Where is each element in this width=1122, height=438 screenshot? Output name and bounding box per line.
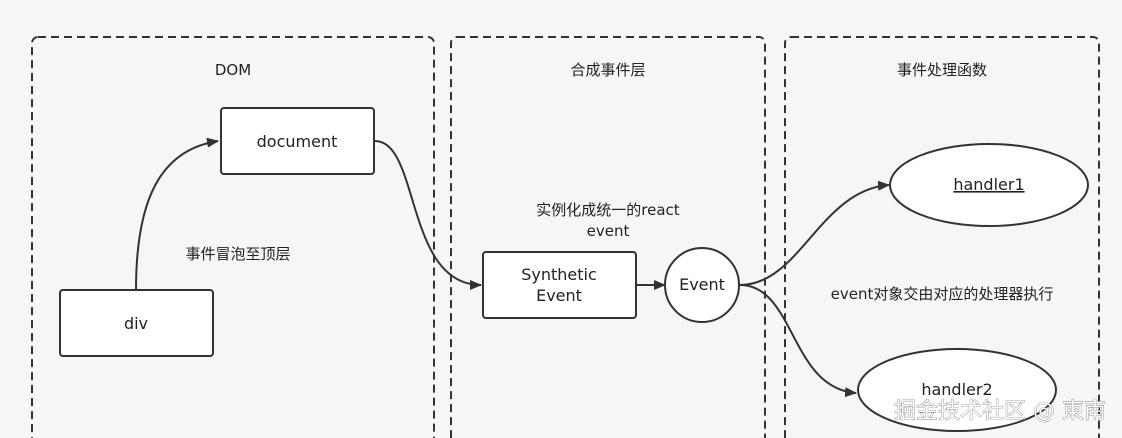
handler2-node xyxy=(857,348,1057,432)
dispatch-label: event对象交由对应的处理器执行 xyxy=(831,285,1054,303)
bubble-label: 事件冒泡至顶层 xyxy=(185,245,290,263)
div-node-label: div xyxy=(124,314,148,333)
synthetic-panel-title: 合成事件层 xyxy=(570,61,645,79)
synthetic-panel xyxy=(450,36,766,438)
event-node xyxy=(664,247,740,323)
dispatch-to-synthetic-arrow xyxy=(374,140,482,290)
synthetic-event-node xyxy=(482,251,637,319)
handler1-node xyxy=(889,143,1089,227)
dom-panel xyxy=(31,36,435,438)
handler2-label: handler2 xyxy=(921,380,992,399)
watermark: 掘金技术社区 @ 東南 xyxy=(894,399,1106,424)
div-node xyxy=(59,289,214,357)
synthetic-event-label-line1: Synthetic xyxy=(521,265,597,284)
instantiate-label-line2: event xyxy=(587,222,630,240)
handlers-panel-title: 事件处理函数 xyxy=(897,61,987,79)
event-node-label: Event xyxy=(679,275,725,294)
document-node xyxy=(220,107,375,175)
handler1-label: handler1 xyxy=(953,175,1024,194)
event-to-handler2-arrow xyxy=(739,284,857,398)
document-node-label: document xyxy=(257,132,338,151)
bubble-arrow xyxy=(135,137,219,291)
synthetic-event-label-line2: Event xyxy=(536,286,582,305)
dom-panel-title: DOM xyxy=(215,61,251,79)
event-to-handler1-arrow xyxy=(739,180,890,286)
handlers-panel xyxy=(784,36,1100,438)
instantiate-label-line1: 实例化成统一的react xyxy=(536,201,680,219)
